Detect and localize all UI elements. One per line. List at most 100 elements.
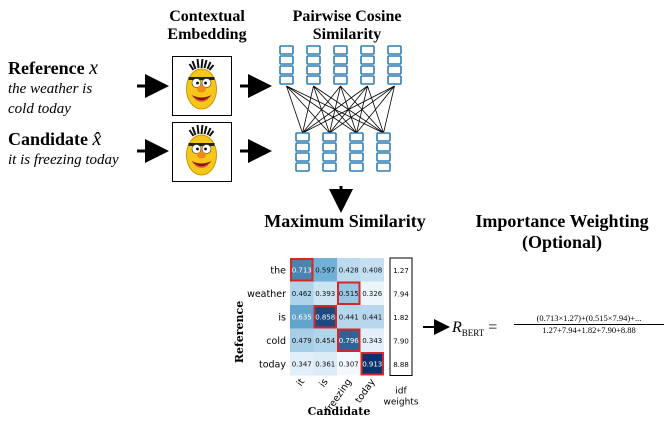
contextual-embedding-heading: Contextual Embedding <box>152 8 262 45</box>
heatmap-cell <box>337 328 361 352</box>
heading-line: Similarity <box>312 26 382 44</box>
heatmap-value-label: 0.635 <box>292 313 312 321</box>
heatmap-value-label: 0.441 <box>362 313 382 321</box>
bert-encoder-bottom <box>172 122 232 182</box>
heatmap-cell <box>313 328 337 352</box>
reference-symbol: x <box>89 57 99 79</box>
heatmap-value-label: 0.515 <box>339 290 359 298</box>
heatmap-row-label: is <box>278 312 286 323</box>
heatmap-cell <box>290 352 314 376</box>
heatmap-cell <box>290 281 314 305</box>
embedding-vector <box>306 45 321 85</box>
candidate-symbol: x̂ <box>92 128 102 150</box>
heatmap-cell <box>337 281 361 305</box>
idf-weights-box <box>389 257 413 376</box>
embedding-vector <box>322 132 337 172</box>
embedding-network <box>279 45 402 172</box>
heatmap-value-label: 0.361 <box>315 360 335 368</box>
connection-line <box>329 85 395 134</box>
reference-block: Reference x the weather is cold today <box>8 57 143 119</box>
importance-weighting-heading: Importance Weighting (Optional) <box>462 211 662 252</box>
heatmap-row-label: cold <box>266 336 286 347</box>
heatmap-value-label: 0.796 <box>339 337 360 345</box>
pairwise-cosine-heading: Pairwise Cosine Similarity <box>272 8 422 45</box>
idf-weight-value: 7.90 <box>393 337 409 345</box>
heatmap-cell <box>290 328 314 352</box>
heatmap-value-label: 0.913 <box>362 360 382 368</box>
heatmap-value-label: 0.858 <box>315 313 335 321</box>
heatmap-value-label: 0.408 <box>362 266 382 274</box>
heatmap-cell <box>337 305 361 329</box>
heatmap-value-label: 0.393 <box>315 290 335 298</box>
heatmap-xlabel: Candidate <box>308 405 371 418</box>
max-highlight-box <box>290 258 314 282</box>
embedding-vector <box>333 45 348 85</box>
candidate-label: Candidate <box>8 129 89 149</box>
heatmap-cell <box>360 352 384 376</box>
maximum-similarity-heading: Maximum Similarity <box>264 211 426 231</box>
reference-sentence-line: cold today <box>8 101 71 117</box>
heatmap-cell <box>337 258 361 282</box>
max-highlight-box <box>337 328 361 352</box>
formula-subscript: BERT <box>461 328 485 339</box>
heatmap-cell <box>290 258 314 282</box>
heatmap-col-label: is <box>317 377 330 390</box>
heatmap-col-label: it <box>295 377 308 389</box>
reference-label: Reference <box>8 58 85 78</box>
candidate-sentence: it is freezing today <box>8 152 119 168</box>
heatmap-value-label: 0.441 <box>339 313 359 321</box>
heatmap-cell <box>360 305 384 329</box>
heatmap-cell <box>360 328 384 352</box>
embedding-vector <box>376 132 391 172</box>
heatmap-row-label: weather <box>247 289 286 300</box>
heatmap-col-label: today <box>353 377 378 406</box>
connection-line <box>302 85 368 134</box>
heading-line: Importance Weighting <box>475 211 649 231</box>
embedding-vector <box>295 132 310 172</box>
heading-line: Embedding <box>167 26 247 44</box>
heatmap-cell <box>313 305 337 329</box>
heatmap-value-label: 0.462 <box>292 290 312 298</box>
embedding-vector <box>387 45 402 85</box>
rbert-formula: RBERT = (0.713×1.27)+(0.515×7.94)+... 1.… <box>452 313 667 343</box>
reference-sentence-line: the weather is <box>8 81 93 97</box>
heatmap-cell <box>360 258 384 282</box>
heatmap-row-label: today <box>259 359 286 370</box>
max-highlight-box <box>337 281 361 305</box>
bert-face-icon <box>186 58 217 110</box>
idf-weight-value: 1.27 <box>393 267 409 275</box>
heatmap-value-label: 0.428 <box>339 266 359 274</box>
heatmap-cell <box>313 281 337 305</box>
heatmap-cell <box>337 352 361 376</box>
embedding-vector <box>279 45 294 85</box>
connection-line <box>302 85 314 134</box>
heading-line: Contextual <box>169 8 245 25</box>
heatmap-value-label: 0.326 <box>362 290 383 298</box>
connection-line <box>356 85 395 134</box>
heatmap-cell <box>360 281 384 305</box>
embedding-vector <box>349 132 364 172</box>
heatmap-value-label: 0.307 <box>339 360 359 368</box>
heatmap-row-label: the <box>270 265 286 276</box>
heatmap-cell <box>290 305 314 329</box>
formula-lhs: R <box>452 319 462 336</box>
heatmap-value-label: 0.479 <box>292 337 312 345</box>
max-highlight-box <box>313 305 337 329</box>
idf-label: idf <box>395 387 407 397</box>
heading-line: (Optional) <box>521 231 602 252</box>
connection-line <box>383 85 395 134</box>
heading-line: Pairwise Cosine <box>292 8 402 25</box>
idf-weight-value: 7.94 <box>393 290 409 298</box>
formula-denominator: 1.27+7.94+1.82+7.90+8.88 <box>542 325 636 335</box>
heatmap-value-label: 0.454 <box>315 337 336 345</box>
formula-numerator: (0.713×1.27)+(0.515×7.94)+... <box>514 313 664 325</box>
heatmap-value-label: 0.343 <box>362 337 382 345</box>
idf-label: weights <box>383 398 418 408</box>
candidate-block: Candidate x̂ it is freezing today <box>8 128 158 170</box>
formula-equals: = <box>484 319 498 336</box>
max-highlight-box <box>360 352 384 376</box>
connection-line <box>286 85 303 134</box>
heatmap-value-label: 0.713 <box>292 266 312 274</box>
